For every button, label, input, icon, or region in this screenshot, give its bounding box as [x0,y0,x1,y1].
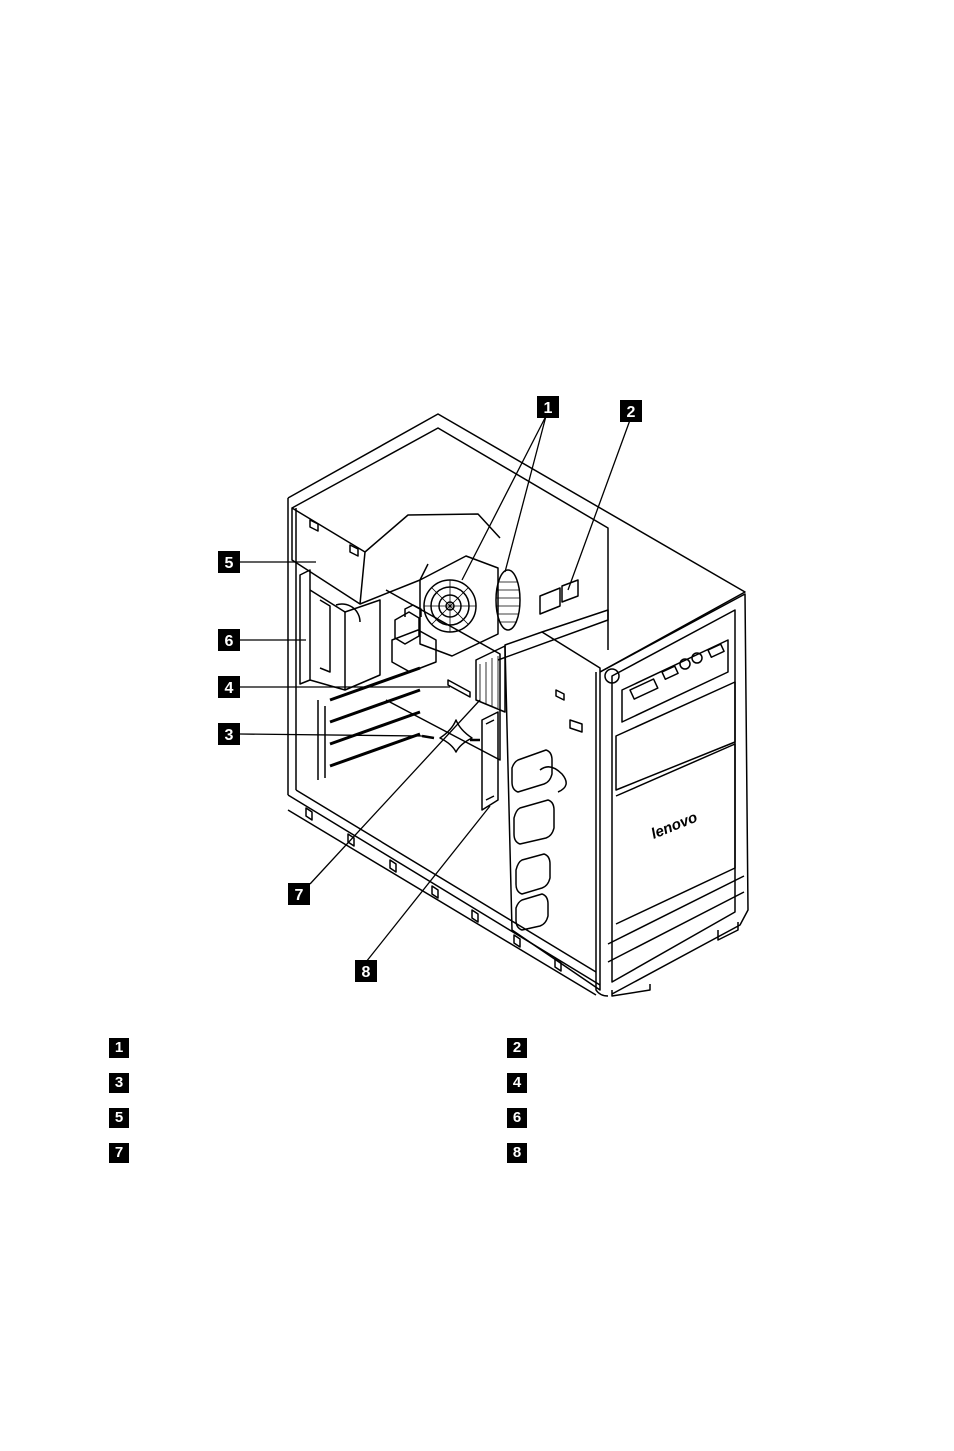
front-internal-frame [505,610,608,990]
callout-8: 8 [355,960,377,982]
legend-item-4: 4 [507,1072,541,1094]
legend-badge-5: 5 [109,1108,129,1128]
leader-line-8 [366,806,490,962]
svg-text:7: 7 [295,887,304,904]
legend-item-6: 6 [507,1107,541,1129]
lenovo-logo: lenovo [649,809,700,843]
svg-text:5: 5 [225,555,234,572]
drive-cage [300,570,380,690]
legend-item-8: 8 [507,1142,541,1164]
leader-line-1a [462,416,546,580]
legend-badge-4: 4 [507,1073,527,1093]
callout-2: 2 [620,400,642,422]
hard-drive-bay [482,712,498,810]
svg-text:2: 2 [627,404,636,421]
callout-5: 5 [218,551,240,573]
callout-badges: 1 2 3 4 5 6 7 8 [218,396,642,982]
legend-item-5: 5 [109,1107,143,1129]
motherboard [318,590,505,780]
legend-item-3: 3 [109,1072,143,1094]
svg-text:3: 3 [225,727,234,744]
legend-badge-6: 6 [507,1108,527,1128]
legend-badge-2: 2 [507,1038,527,1058]
leader-line-2 [568,420,630,590]
intrusion-switch [540,580,578,614]
leader-line-1b [505,416,546,572]
legend-badge-8: 8 [507,1143,527,1163]
legend-badge-1: 1 [109,1038,129,1058]
legend-badge-3: 3 [109,1073,129,1093]
callout-6: 6 [218,629,240,651]
front-bezel [596,594,748,996]
legend-item-1: 1 [109,1037,143,1059]
legend-badge-7: 7 [109,1143,129,1163]
svg-text:4: 4 [225,680,234,697]
leader-lines [240,416,630,962]
leader-line-7 [310,700,480,884]
callout-4: 4 [218,676,240,698]
legend-item-7: 7 [109,1142,143,1164]
callout-1: 1 [537,396,559,418]
svg-text:1: 1 [544,400,553,417]
callout-3: 3 [218,723,240,745]
legend-item-2: 2 [507,1037,541,1059]
callout-7: 7 [288,883,310,905]
svg-text:lenovo: lenovo [649,809,700,843]
svg-text:8: 8 [362,964,371,981]
leader-line-3 [240,734,422,736]
svg-text:6: 6 [225,633,234,650]
